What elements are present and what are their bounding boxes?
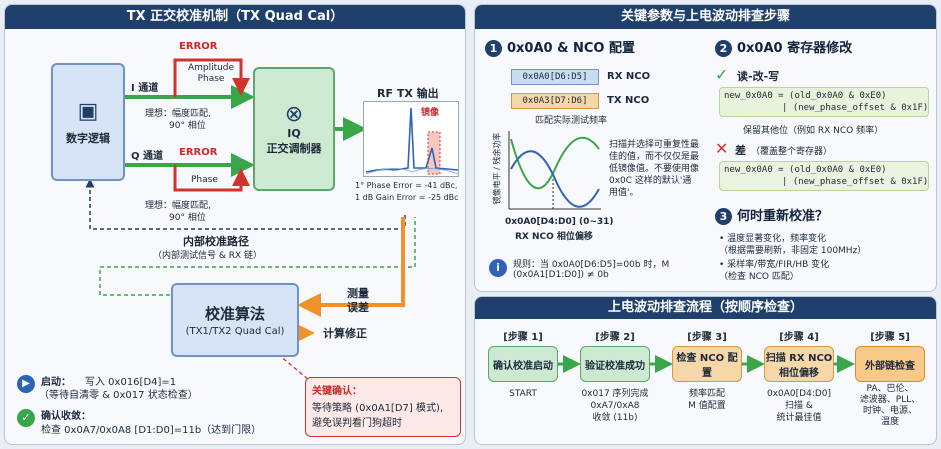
rmw-code: new_0x0A0 = (old_0x0A0 & 0xE0)| (new_pha…: [719, 87, 929, 117]
algo-sub: (TX1/TX2 Quad Cal): [185, 326, 285, 337]
step3-desc: 频率匹配 M 值配置: [688, 389, 726, 411]
mixer-icon: ⊗: [284, 102, 304, 127]
key-confirm-text-2: 避免误判看门狗超时: [312, 418, 402, 429]
step2-desc: 0x017 序列完成 0xA7/0xA8 收敛 (11b): [581, 389, 649, 423]
step4-desc: 0x0A0[D4:D0] 扫描 & 统计最佳值: [766, 389, 832, 423]
bad-label: 差: [735, 144, 746, 157]
recal-bullet-2: • 采样率/带宽/FIR/HB 变化: [719, 260, 830, 270]
recal-bullet-1: • 温度显著变化，频率变化: [719, 234, 827, 244]
reg2-label: TX NCO: [607, 95, 650, 106]
calibration-algorithm-block: 校准算法 (TX1/TX2 Quad Cal): [171, 283, 299, 357]
ideal-bottom-2: 90° 相位: [169, 213, 206, 223]
digital-logic-block: ▣ 数字逻辑: [51, 63, 125, 181]
recal-bullet-2-sub: （检查 NCO 匹配）: [719, 272, 799, 282]
step2-box: 验证校准成功: [580, 346, 650, 382]
confirm-label: 确认收敛：: [41, 411, 91, 422]
nco-sweep-plot: [508, 131, 601, 210]
flow-title: 上电波动排查流程（按顺序检查）: [475, 297, 936, 319]
amplitude-phase-label: Amplitude Phase: [187, 63, 235, 84]
rmw-label: 读-改-写: [737, 70, 780, 83]
start-text-2: （等待自清零 & 0x017 状态检查）: [39, 390, 198, 401]
play-icon: ▶: [17, 375, 35, 393]
step3-box: 检查 NCO 配置: [672, 346, 742, 382]
measure-label-1: 测量: [347, 287, 369, 300]
step3-label: [步骤 3]: [687, 332, 727, 343]
step1-box: 确认校准启动: [488, 346, 558, 382]
measure-arrow: [297, 217, 405, 317]
bad-code: new_0x0A0 = (old_0x0A0 & 0xE0)| (new_pha…: [719, 161, 929, 191]
bad-sub-text: （覆盖整个寄存器）: [751, 147, 833, 157]
checkmark-icon: ✓: [715, 65, 729, 84]
i-channel-label: I 通道: [131, 83, 159, 94]
sweep-xlabel-2: RX NCO 相位偏移: [515, 232, 593, 242]
start-label: 启动：: [41, 377, 71, 388]
phase-label: Phase: [191, 175, 218, 185]
rule-text-1: 规则：当 0x0A0[D6:D5]=00b 时，M: [513, 260, 670, 270]
internal-path-sub: （内部测试信号 & RX 链）: [153, 251, 263, 261]
reg1-chip: 0x0A0[D6:D5]: [511, 69, 599, 85]
step5-box: 外部链检查: [855, 346, 925, 382]
internal-path-title: 内部校准路径: [183, 235, 249, 248]
digital-logic-label: 数字逻辑: [66, 131, 110, 145]
info-icon: i: [489, 259, 507, 277]
ideal-top-1: 理想：幅度匹配,: [145, 109, 211, 119]
keep-bits-text: 保留其他位（例如 RX NCO 频率）: [743, 126, 884, 136]
q-channel-label: Q 通道: [131, 151, 163, 162]
right-panel-title: 关键参数与上电波动排查步骤: [475, 5, 936, 29]
sweep-note: 扫描并选择可重复性最佳的值，而不仅仅是最低镜像值。不要使用像 0x0C 这样的默…: [609, 140, 700, 198]
start-text: 写入 0x016[D4]=1: [85, 377, 177, 388]
match-text: 匹配实际测试频率: [535, 116, 608, 126]
confirm-text: 检查 0x0A7/0x0A8 [D1:D0]=11b（达到门限）: [41, 425, 262, 436]
cross-icon: ✕: [715, 139, 729, 158]
rf-spectrum-plot: [363, 101, 459, 177]
step2-label: [步骤 2]: [595, 332, 635, 343]
error-bottom-label: ERROR: [179, 147, 218, 158]
rf-output-title: RF TX 输出: [377, 87, 439, 100]
check-icon: ✓: [17, 409, 35, 427]
left-panel-title: TX 正交校准机制（TX Quad Cal）: [5, 5, 465, 29]
image-label: 镜像: [421, 105, 440, 118]
step5-label: [步骤 5]: [870, 332, 910, 343]
chip-icon: ▣: [77, 98, 99, 124]
key-confirm-box: 关键确认： 等待策略 (0x0A1[D7] 模式), 避免误判看门狗超时: [305, 377, 461, 437]
step1-label: [步骤 1]: [503, 332, 543, 343]
step4-label: [步骤 4]: [779, 332, 819, 343]
dashed-left-loop: [99, 217, 416, 296]
left-panel: TX 正交校准机制（TX Quad Cal） ▣ 数字逻辑 I 通道 Q 通道 …: [4, 4, 466, 445]
error-loop-top: [173, 58, 250, 97]
recal-bullet-1-sub: （根据需要刷新，非固定 100MHz）: [719, 246, 867, 256]
step4-box: 扫描 RX NCO 相位偏移: [764, 346, 834, 382]
algo-title: 校准算法: [204, 305, 265, 323]
reg2-chip: 0x0A3[D7:D6]: [511, 93, 599, 109]
iq-label-2: 正交调制器: [266, 142, 322, 155]
left-diagram-lines: [85, 58, 416, 386]
iq-modulator-block: ⊗ IQ 正交调制器: [253, 67, 335, 191]
error-loop-bottom: [173, 165, 250, 192]
step5-desc: PA、巴伦、 滤波器、PLL、 时钟、电源、 温度: [859, 384, 921, 427]
spectrum-svg: [365, 107, 459, 175]
key-confirm-title: 关键确认：: [312, 386, 362, 397]
error-top-label: ERROR: [179, 41, 218, 52]
measure-label-2: 误差: [347, 301, 369, 314]
compute-label: 计算修正: [323, 327, 367, 340]
reg1-label: RX NCO: [607, 71, 651, 82]
rule-text-2: (0x0A1[D1:D0]) ≠ 0b: [513, 270, 609, 280]
gain-error-text: 1 dB Gain Error = -25 dBc: [355, 193, 459, 202]
key-confirm-text-1: 等待策略 (0x0A1[D7] 模式),: [312, 403, 444, 414]
iq-label-1: IQ: [287, 127, 301, 140]
ideal-bottom-1: 理想：幅度匹配,: [145, 201, 211, 211]
ideal-top-2: 90° 相位: [169, 121, 206, 131]
sweep-xlabel-1: 0x0A0[D4:D0] (0~31): [505, 217, 614, 227]
phase-error-text: 1° Phase Error = -41 dBc,: [355, 181, 458, 190]
step1-desc: START: [509, 389, 537, 399]
